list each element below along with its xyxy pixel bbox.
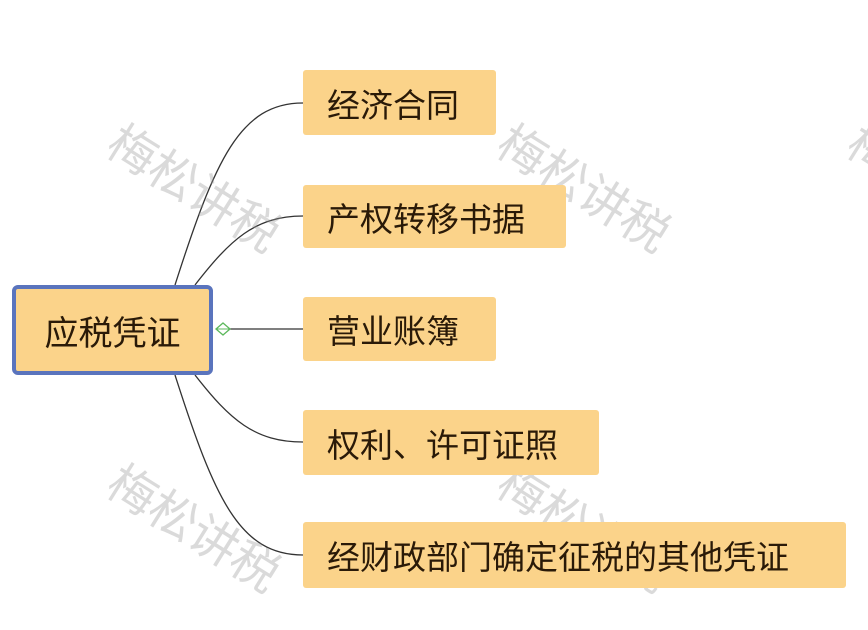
root-label: 应税凭证	[44, 313, 181, 354]
child-node[interactable]: 权利、许可证照	[303, 410, 599, 475]
node-label: 经财政部门确定征税的其他凭证	[327, 538, 789, 577]
child-node[interactable]: 产权转移书据	[303, 185, 566, 248]
child-node[interactable]: 营业账簿	[303, 297, 496, 361]
root-node[interactable]: 应税凭证	[12, 285, 213, 375]
child-node[interactable]: 经财政部门确定征税的其他凭证	[303, 522, 846, 588]
node-label: 经济合同	[327, 85, 459, 125]
node-label: 营业账簿	[327, 312, 459, 351]
child-node[interactable]: 经济合同	[303, 70, 496, 135]
node-label: 产权转移书据	[327, 199, 525, 239]
node-label: 权利、许可证照	[327, 425, 558, 465]
